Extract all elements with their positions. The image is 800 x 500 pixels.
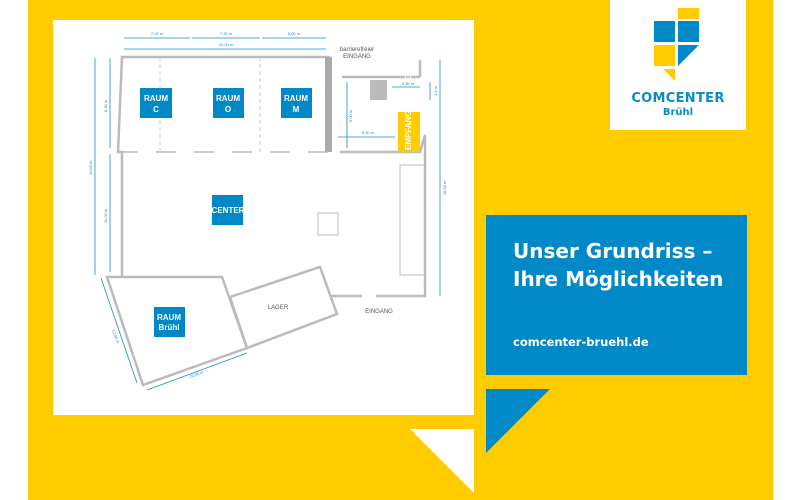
svg-text:7,03 m: 7,03 m [151,31,164,36]
svg-text:6,00 m: 6,00 m [288,31,301,36]
reception-marker [398,112,420,152]
website-link[interactable]: comcenter-bruehl.de [513,335,649,349]
svg-text:M: M [293,105,300,114]
comcenter-logo: COMCENTER Brühl [610,0,746,130]
svg-text:8,30 m: 8,30 m [103,99,108,112]
svg-text:5,30 m: 5,30 m [362,130,375,135]
svg-text:5,35 m: 5,35 m [402,81,415,86]
svg-text:10,00 m: 10,00 m [189,369,205,379]
svg-text:Brühl: Brühl [159,323,180,332]
logo-mark-icon [654,8,699,81]
room-bruehl-marker [154,307,185,337]
room-markers [140,88,312,337]
svg-text:O: O [225,105,231,114]
svg-text:11,00 m: 11,00 m [103,208,108,223]
elevator [317,212,339,236]
blue-triangle-decoration [486,389,550,453]
svg-text:12,00 m: 12,00 m [111,329,121,345]
room-o-marker [213,88,244,118]
partition-wall [325,57,332,152]
room-lager-outline [228,265,339,350]
svg-text:20,00 m: 20,00 m [219,42,234,47]
room-m-label: RAUM [284,94,308,103]
room-m-marker [281,88,312,118]
room-c-marker [140,88,172,118]
reception-label: EMPFANGS-TRESEN [404,70,413,150]
svg-text:18,00 m: 18,00 m [442,180,447,195]
stairs [399,164,426,276]
center-label: CENTER [212,206,245,215]
svg-text:30,60 m: 30,60 m [88,160,93,175]
accessible-entrance-label: barrierefreier [340,47,374,53]
white-triangle-decoration [410,429,474,493]
room-o-label: RAUM [216,94,240,103]
logo-name: COMCENTER [631,91,725,106]
lager-label: LAGER [268,305,289,311]
dimension-lines [94,37,441,391]
promo-headline: Unser Grundriss – Ihre Möglichkeiten [513,239,724,291]
wall-right [340,134,427,298]
room-bruehl-label: RAUM [157,313,181,322]
main-entrance-label: EINGANG [365,309,393,315]
logo-subtitle: Brühl [662,107,694,118]
room-c-label: RAUM [144,94,168,103]
svg-text:6,00 m: 6,00 m [348,109,353,122]
svg-text:7,30 m: 7,30 m [220,31,233,36]
center-marker [212,195,243,225]
promo-box: Unser Grundriss – Ihre Möglichkeiten com… [486,215,747,375]
svg-text:EINGANG: EINGANG [343,54,371,60]
svg-text:1,5 m: 1,5 m [433,85,438,96]
column-block [370,80,387,100]
walls [105,55,427,387]
svg-text:C: C [153,105,159,114]
